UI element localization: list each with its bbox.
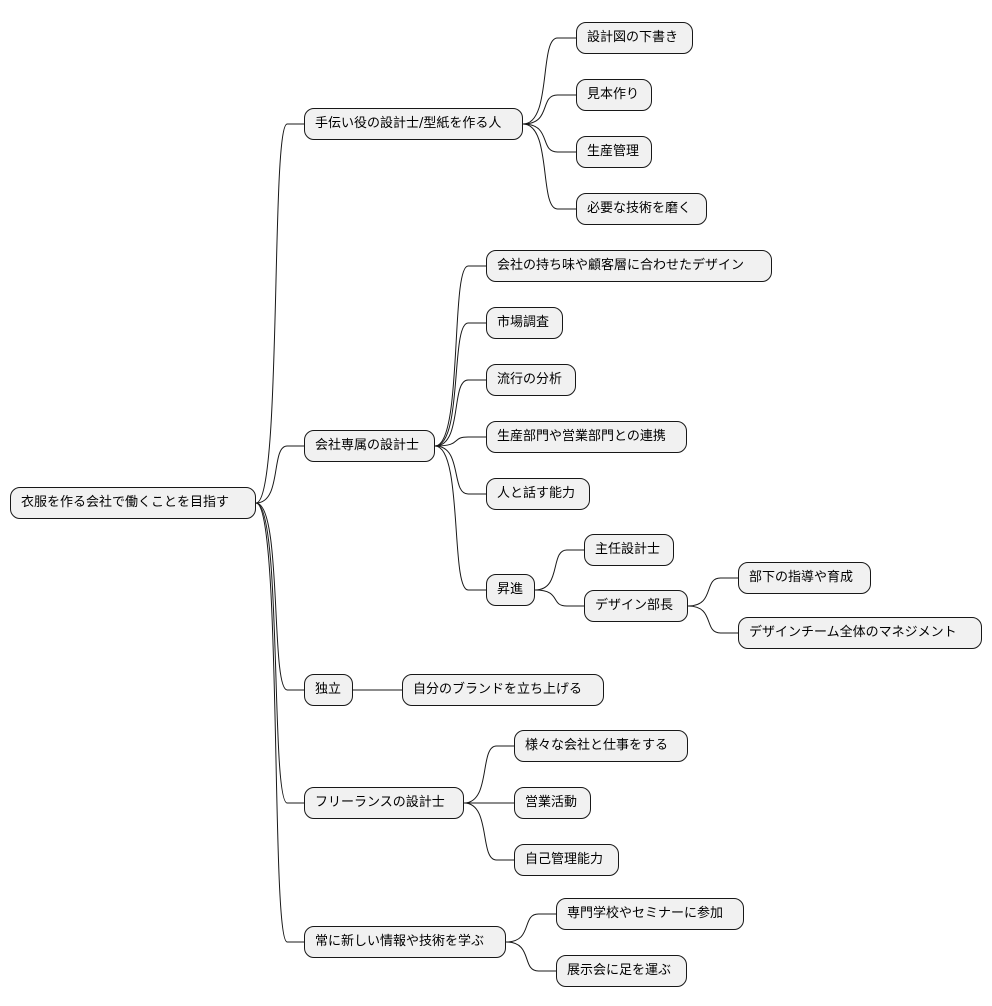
connector-node-promotion-to-node-design-director — [534, 589, 584, 607]
connector-branch-company-designer-to-leaf-brand-character-design — [434, 265, 486, 447]
connector-branch-freelance-designer-to-leaf-self-management — [463, 802, 514, 861]
leaf-communication-skills: 人と話す能力 — [486, 478, 590, 510]
connector-node-design-director-to-leaf-team-management — [687, 605, 738, 634]
leaf-department-cooperation: 生産部門や営業部門との連携 — [486, 421, 687, 453]
branch-freelance-designer: フリーランスの設計士 — [304, 787, 464, 819]
branch-continuous-learning: 常に新しい情報や技術を学ぶ — [304, 926, 506, 958]
connector-branch-company-designer-to-node-promotion — [434, 445, 486, 591]
connector-root-node-to-branch-assistant-designer — [255, 123, 304, 504]
leaf-production-management: 生産管理 — [576, 136, 652, 168]
node-design-director: デザイン部長 — [584, 590, 688, 622]
connector-branch-assistant-designer-to-leaf-production-management — [522, 123, 576, 153]
connector-root-node-to-branch-continuous-learning — [255, 502, 304, 943]
connector-node-design-director-to-leaf-staff-development — [687, 577, 738, 607]
leaf-work-with-companies: 様々な会社と仕事をする — [514, 730, 688, 762]
leaf-sample-making: 見本作り — [576, 79, 652, 111]
leaf-visit-exhibitions: 展示会に足を運ぶ — [556, 955, 687, 987]
leaf-market-research: 市場調査 — [486, 307, 563, 339]
connector-branch-company-designer-to-leaf-communication-skills — [434, 445, 486, 495]
connector-root-node-to-branch-company-designer — [255, 445, 304, 504]
leaf-skill-building: 必要な技術を磨く — [576, 193, 707, 225]
connector-root-node-to-branch-independence — [255, 502, 304, 691]
leaf-sales-activities: 営業活動 — [514, 787, 591, 819]
connector-branch-continuous-learning-to-leaf-visit-exhibitions — [505, 941, 556, 972]
leaf-self-management: 自己管理能力 — [514, 844, 619, 876]
connector-branch-assistant-designer-to-leaf-skill-building — [522, 123, 576, 210]
connector-branch-company-designer-to-leaf-department-cooperation — [434, 436, 486, 447]
leaf-team-management: デザインチーム全体のマネジメント — [738, 617, 982, 649]
leaf-chief-designer: 主任設計士 — [584, 534, 674, 566]
connector-branch-assistant-designer-to-leaf-sample-making — [522, 94, 576, 125]
leaf-launch-own-brand: 自分のブランドを立ち上げる — [402, 674, 604, 706]
leaf-trend-analysis: 流行の分析 — [486, 364, 576, 396]
leaf-staff-development: 部下の指導や育成 — [738, 562, 871, 594]
connector-branch-continuous-learning-to-leaf-schools-seminars — [505, 913, 556, 943]
connector-node-promotion-to-leaf-chief-designer — [534, 549, 584, 591]
connector-branch-freelance-designer-to-leaf-work-with-companies — [463, 745, 514, 804]
branch-assistant-designer: 手伝い役の設計士/型紙を作る人 — [304, 108, 523, 140]
leaf-draft-drawings: 設計図の下書き — [576, 22, 693, 54]
node-promotion: 昇進 — [486, 574, 535, 606]
branch-company-designer: 会社専属の設計士 — [304, 430, 435, 462]
root-node: 衣服を作る会社で働くことを目指す — [10, 487, 256, 519]
leaf-brand-character-design: 会社の持ち味や顧客層に合わせたデザイン — [486, 250, 772, 282]
connector-branch-company-designer-to-leaf-trend-analysis — [434, 379, 486, 447]
connector-root-node-to-branch-freelance-designer — [255, 502, 304, 804]
branch-independence: 独立 — [304, 674, 353, 706]
connector-branch-company-designer-to-leaf-market-research — [434, 322, 486, 447]
leaf-schools-seminars: 専門学校やセミナーに参加 — [556, 898, 744, 930]
connector-branch-assistant-designer-to-leaf-draft-drawings — [522, 37, 576, 125]
